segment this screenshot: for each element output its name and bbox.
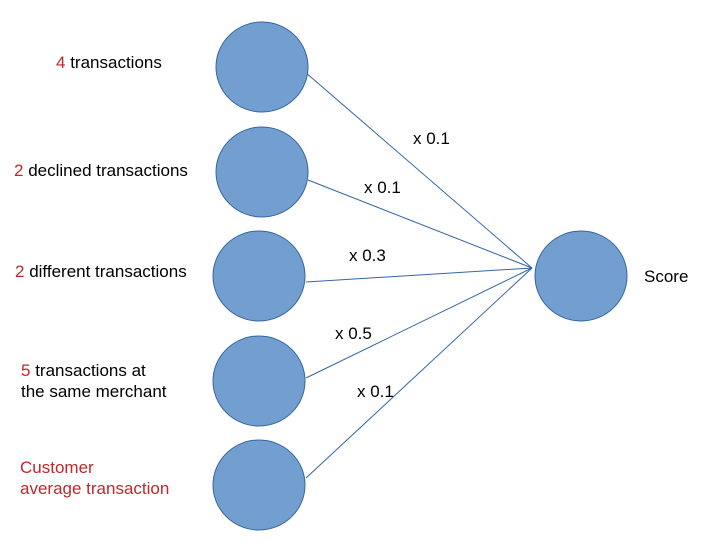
input-label-2-number: 2 — [14, 161, 24, 180]
input-node-5 — [212, 439, 306, 531]
input-node-1 — [215, 21, 309, 113]
weight-label-1: x 0.1 — [413, 129, 450, 148]
input-node-4 — [212, 335, 306, 427]
input-label-3-number: 2 — [15, 262, 25, 281]
input-label-4-text: transactions at — [35, 361, 146, 380]
edge-1 — [304, 71, 533, 269]
weight-label-5: x 0.1 — [357, 382, 394, 401]
input-label-1-text: transactions — [70, 53, 162, 72]
weight-label-3: x 0.3 — [349, 246, 386, 265]
input-label-4-number: 5 — [21, 361, 31, 380]
edge-3 — [305, 267, 533, 283]
input-label-4-line2: the same merchant — [21, 382, 167, 401]
input-label-4-line1: 5 transactions at — [21, 360, 167, 381]
output-node — [534, 230, 628, 322]
weight-label-2: x 0.1 — [364, 178, 401, 197]
input-label-3-text: different transactions — [29, 262, 187, 281]
output-label: Score — [644, 267, 689, 286]
input-label-5-line1: Customer — [20, 458, 94, 477]
input-label-3: 2 different transactions — [15, 261, 187, 282]
weight-label-4: x 0.5 — [335, 324, 372, 343]
nodes — [212, 21, 628, 531]
input-node-2 — [215, 126, 309, 218]
input-label-5-line2: average transaction — [20, 479, 170, 498]
edge-2 — [307, 179, 533, 269]
input-label-1: 4 transactions — [56, 52, 162, 73]
input-label-4: 5 transactions at the same merchant — [21, 360, 167, 402]
input-node-3 — [212, 230, 306, 322]
edge-5 — [305, 267, 533, 479]
input-label-2: 2 declined transactions — [14, 160, 188, 181]
edges — [304, 71, 533, 479]
input-label-2-text: declined transactions — [28, 161, 188, 180]
input-label-5: Customer average transaction — [20, 457, 169, 499]
input-label-1-number: 4 — [56, 53, 66, 72]
edge-4 — [305, 267, 533, 379]
